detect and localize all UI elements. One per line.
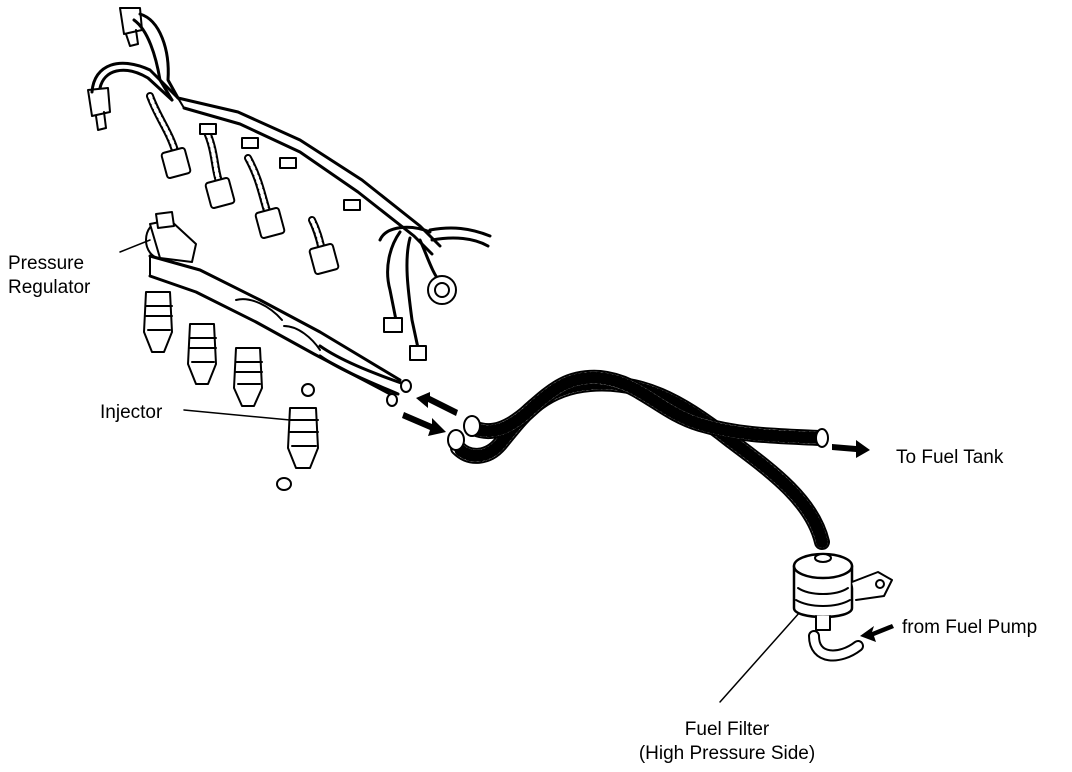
label-pressure-regulator: Pressure Regulator (8, 252, 90, 300)
fuel-rail-assembly (143, 211, 412, 491)
rail-injectors (143, 291, 263, 407)
fuel-filter-leader (719, 611, 801, 703)
injector-leader (183, 409, 291, 421)
flow-arrow-to-tank (832, 440, 870, 458)
label-from-fuel-pump: from Fuel Pump (902, 617, 1038, 638)
injector-exploded (276, 383, 319, 491)
flow-arrow-return (416, 392, 458, 416)
label-fuel-filter-line1: Fuel Filter (684, 719, 770, 740)
flow-arrow-from-pump (860, 624, 894, 642)
label-injector: Injector (100, 402, 163, 423)
label-to-fuel-tank: To Fuel Tank (896, 447, 1004, 468)
fuel-hoses (447, 369, 830, 550)
pressure-regulator-leader (119, 239, 151, 253)
label-pressure-regulator-line1: Pressure (8, 253, 85, 274)
label-fuel-filter: Fuel Filter (High Pressure Side) (620, 718, 834, 766)
label-pressure-regulator-line2: Regulator (8, 277, 91, 298)
label-fuel-filter-line2: (High Pressure Side) (638, 743, 816, 764)
flow-arrow-supply (402, 412, 446, 436)
fuel-filter (792, 552, 893, 662)
wiring-harness (87, 7, 492, 361)
